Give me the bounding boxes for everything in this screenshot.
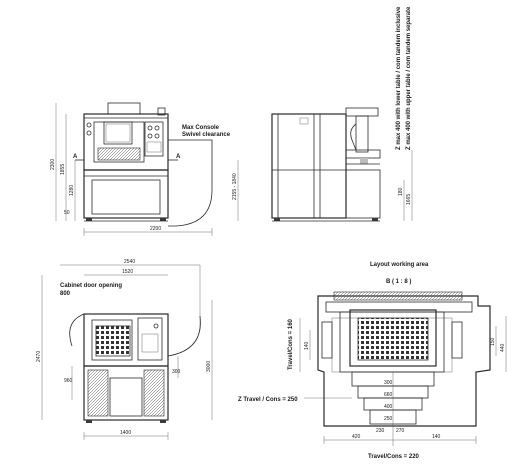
- layout-bottom-label: Travel/Cons = 220: [368, 454, 420, 460]
- layout-scale: B ( 1 : 8 ): [386, 279, 411, 285]
- layout-view: Layout working area B ( 1 : 8 ) Travel/C…: [238, 262, 507, 460]
- dim-height-3: 1280: [69, 185, 75, 196]
- plan-dim-left: 2470: [36, 351, 42, 362]
- plan-dim-top-1: 2540: [124, 259, 135, 265]
- layout-dim-center-5: 270: [396, 428, 405, 434]
- layout-dim-center-1: 300: [384, 380, 393, 386]
- layout-dim-center-6: 230: [376, 428, 385, 434]
- layout-dim-left-a: 140: [304, 341, 310, 350]
- layout-z-left: Travel/Cons = 160: [288, 318, 294, 370]
- console-label: Max Console: [182, 125, 220, 131]
- layout-dim-bottom-right: 140: [432, 434, 441, 440]
- dim-width: 2200: [150, 226, 161, 232]
- layout-dim-right-b: 150: [490, 337, 496, 346]
- layout-title: Layout working area: [370, 262, 429, 268]
- layout-dim-center-3: 400: [384, 404, 393, 410]
- plan-dim-right: 3000: [206, 361, 212, 372]
- layout-dim-center-2: 660: [384, 392, 393, 398]
- dim-console-height: 2155 - 1840: [232, 173, 238, 200]
- plan-dim-top-2: 1520: [122, 269, 133, 275]
- dim-total-height: 2300: [50, 159, 56, 170]
- front-view: A A Max Console Swivel clearance 2300 18…: [50, 102, 239, 236]
- side-dim-right-2: 180: [398, 187, 404, 196]
- section-mark-left: A: [73, 154, 78, 160]
- side-view: 1665 180 Z max 400 with lower table / co…: [271, 6, 413, 222]
- side-dim-right-1: 1665: [406, 194, 412, 205]
- console-label-2: Swivel clearance: [182, 132, 231, 138]
- layout-dim-bottom-left: 420: [352, 434, 361, 440]
- plan-dim-mid: 960: [64, 378, 73, 384]
- layout-dim-center-4: 250: [384, 416, 393, 422]
- plan-view: 2540 1520 Cabinet door opening 800 2470 …: [36, 259, 213, 440]
- dim-height-2: 1855: [60, 164, 66, 175]
- layout-z-travel: Z Travel / Cons = 250: [238, 397, 298, 403]
- side-note-2: Z max 400 with upper table / com tandem …: [406, 6, 412, 150]
- side-note-1: Z max 400 with lower table / com tandem …: [396, 6, 402, 150]
- section-mark-right: A: [176, 154, 181, 160]
- dim-base: 50: [64, 210, 70, 216]
- plan-dim-bottom: 1400: [120, 430, 131, 436]
- plan-dim-small: 300: [172, 369, 181, 375]
- layout-dim-right-a: 440: [500, 343, 506, 352]
- cabinet-door-dim: 800: [60, 291, 71, 297]
- cabinet-door-label: Cabinet door opening: [60, 283, 122, 289]
